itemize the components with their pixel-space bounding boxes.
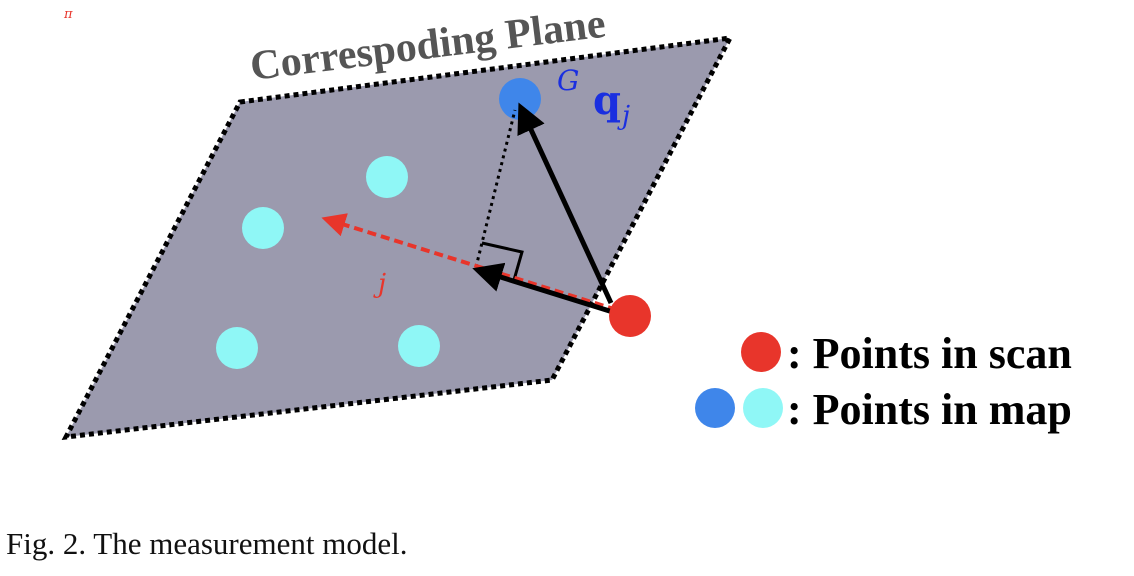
target-point-label: G q j [557,64,630,131]
label-superscript: G [557,64,579,97]
corresponding-plane [61,34,735,441]
map-point [242,207,284,249]
perpendicular-dotted-line [474,109,517,268]
projection-arrow [472,262,617,316]
scan-point [609,295,651,337]
map-point [398,325,440,367]
map-point [366,156,408,198]
legend-map-swatch-highlight [695,388,735,428]
legend-scan-swatch [741,332,781,372]
legend-scan-label: : Points in scan [787,329,1072,378]
label-base: q [593,77,621,124]
target-arrow [517,102,614,305]
legend-map-label: : Points in map [787,385,1072,434]
top-mark: π [63,7,73,22]
right-angle-marker [481,241,524,281]
figure-caption: Fig. 2. The measurement model. [6,526,408,561]
legend-map-swatch [743,388,783,428]
target-map-point [499,78,541,120]
map-point [216,327,258,369]
